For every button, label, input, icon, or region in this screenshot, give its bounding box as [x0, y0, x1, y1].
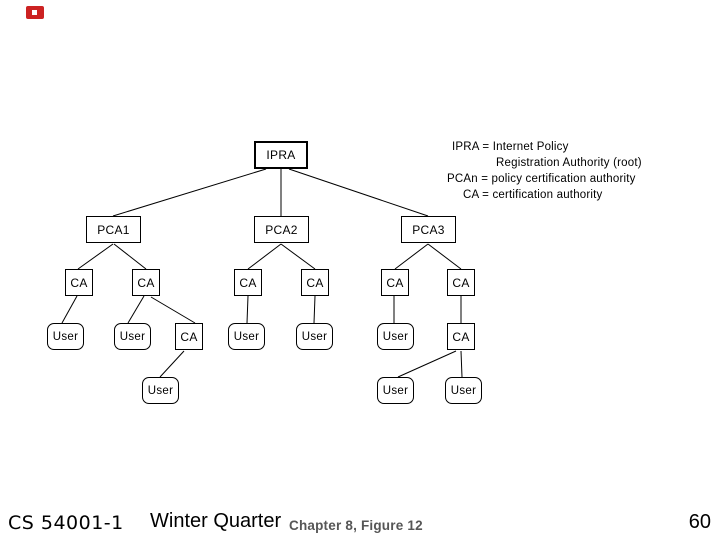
legend-line-ipra: IPRA = Internet Policy: [452, 141, 569, 153]
edge-pca1-ca1: [77, 243, 114, 270]
edge-pca1-ca2: [113, 243, 147, 270]
node-ca-4: CA: [301, 269, 329, 296]
node-user-label: User: [382, 384, 409, 397]
edge-ca8-user8: [460, 350, 463, 378]
legend-line-ipra-cont: Registration Authority (root): [496, 157, 642, 169]
footer-figure-reference: Chapter 8, Figure 12: [289, 518, 423, 533]
node-pca3: PCA3: [401, 216, 456, 243]
node-user-7: User: [377, 377, 414, 404]
legend-line-ca: CA = certification authority: [463, 189, 603, 201]
edge-ca8-user7: [397, 350, 457, 378]
edge-ca2-ca7: [150, 296, 196, 324]
node-ca-5: CA: [381, 269, 409, 296]
edge-pca3-ca5: [394, 243, 429, 270]
slide-page-number: 60: [688, 511, 711, 533]
node-user-4: User: [296, 323, 333, 350]
legend-line-pcan: PCAn = policy certification authority: [447, 173, 636, 185]
edge-pca2-ca3: [247, 243, 282, 270]
edge-ca7-user6: [159, 350, 185, 378]
node-pca1: PCA1: [86, 216, 141, 243]
node-user-1: User: [47, 323, 84, 350]
node-ca-label: CA: [180, 329, 198, 344]
node-ca-label: CA: [452, 329, 470, 344]
node-ca-7: CA: [175, 323, 203, 350]
edge-ca3-user3: [246, 295, 249, 324]
node-ca-2: CA: [132, 269, 160, 296]
node-pca3-label: PCA3: [412, 222, 445, 237]
node-user-label: User: [382, 330, 409, 343]
edge-ca4-user4: [313, 295, 316, 324]
edge-ipra-pca1: [112, 168, 267, 217]
node-user-3: User: [228, 323, 265, 350]
node-ca-label: CA: [452, 275, 470, 290]
edge-ca1-user1: [61, 295, 78, 324]
edge-group: [61, 168, 463, 378]
edge-pca2-ca4: [280, 243, 316, 270]
node-user-label: User: [233, 330, 260, 343]
edge-pca3-ca6: [427, 243, 462, 270]
node-user-label: User: [450, 384, 477, 397]
node-ca-3: CA: [234, 269, 262, 296]
node-pca2-label: PCA2: [265, 222, 298, 237]
footer-course-code: CS 54001-1: [8, 512, 124, 534]
node-ca-6: CA: [447, 269, 475, 296]
node-user-label: User: [119, 330, 146, 343]
node-ca-label: CA: [386, 275, 404, 290]
node-ca-label: CA: [306, 275, 324, 290]
node-user-2: User: [114, 323, 151, 350]
edge-ca2-user2: [127, 295, 145, 324]
slide-logo-icon: [26, 6, 44, 19]
node-user-6: User: [142, 377, 179, 404]
node-user-label: User: [52, 330, 79, 343]
node-user-8: User: [445, 377, 482, 404]
edge-ipra-pca3: [288, 168, 429, 217]
node-pca1-label: PCA1: [97, 222, 130, 237]
node-user-label: User: [147, 384, 174, 397]
footer-quarter: Winter Quarter: [150, 510, 282, 532]
node-ipra: IPRA: [254, 141, 308, 169]
node-ca-1: CA: [65, 269, 93, 296]
node-ca-label: CA: [239, 275, 257, 290]
node-user-label: User: [301, 330, 328, 343]
node-ca-label: CA: [70, 275, 88, 290]
node-ca-8: CA: [447, 323, 475, 350]
node-ipra-label: IPRA: [266, 148, 296, 162]
node-pca2: PCA2: [254, 216, 309, 243]
node-user-5: User: [377, 323, 414, 350]
node-ca-label: CA: [137, 275, 155, 290]
